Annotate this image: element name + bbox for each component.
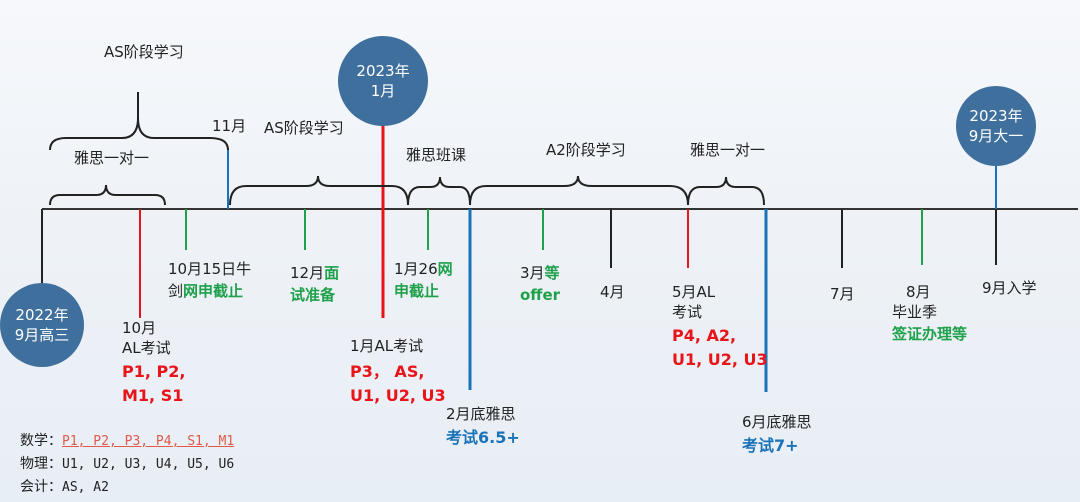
start-year: 2022年 [15,306,69,324]
dec-note: 12月面 试准备 [290,264,340,304]
jul-label: 7月 [830,285,855,303]
end-month: 9月大一 [968,127,1024,145]
brace-label-as-top: AS阶段学习 [104,43,184,61]
start-month: 9月高三 [14,326,70,344]
brace-label-as-mid: AS阶段学习 [264,119,344,137]
jan-month: 1月 [370,82,396,100]
jun-ielts-score: 考试7+ [742,436,799,455]
aug-visa: 签证办理等 [892,325,968,343]
oct-al-papers: P1, P2, M1, S1 [122,362,186,405]
brace-a2 [469,175,689,206]
jan26-note: 1月26网 申截止 [394,260,453,300]
end-year: 2023年 [969,107,1023,125]
jan-circle: 2023年 1月 [338,36,428,126]
brace-label-ielts-2: 雅思一对一 [690,141,766,159]
oct-al-title: 10月 AL考试 [122,319,171,357]
subject-legend: 数学：P1, P2, P3, P4, S1, M1 物理：U1, U2, U3,… [20,430,234,499]
jan-al-papers: P3， AS, U1, U2, U3 [350,362,446,405]
brace-ielts-class [407,176,471,206]
start-circle: 2022年 9月高三 [0,283,84,367]
feb-ielts-score: 考试6.5+ [446,428,520,447]
legend-row-physics: 物理：U1, U2, U3, U4, U5, U6 [20,456,235,472]
brace-label-ielts-1: 雅思一对一 [74,149,150,167]
jan-al-title: 1月AL考试 [350,337,424,355]
jan-year: 2023年 [356,62,410,80]
brace-as-mid [229,175,409,206]
oct15-note: 10月15日牛 剑网申截止 [168,260,252,300]
aug-title: 8月 毕业季 [892,283,938,321]
jun-ielts-title: 6月底雅思 [742,413,812,431]
apr-label: 4月 [600,283,625,301]
brace-as-top [49,92,229,151]
may-al-title: 5月AL 考试 [672,283,716,321]
label-nov: 11月 [212,117,247,135]
legend-row-math: 数学：P1, P2, P3, P4, S1, M1 [20,433,235,449]
brace-label-ielts-class: 雅思班课 [406,146,467,164]
feb-ielts-title: 2月底雅思 [446,405,516,423]
legend-row-accounting: 会计：AS, A2 [20,479,109,495]
mar-note: 3月等 offer [520,264,561,304]
may-al-papers: P4, A2, U1, U2, U3 [672,326,768,369]
sep-label: 9月入学 [982,279,1037,297]
brace-ielts-1 [49,184,166,206]
end-circle: 2023年 9月大一 [956,86,1036,166]
brace-ielts-2 [687,176,765,206]
brace-label-a2: A2阶段学习 [546,141,626,159]
